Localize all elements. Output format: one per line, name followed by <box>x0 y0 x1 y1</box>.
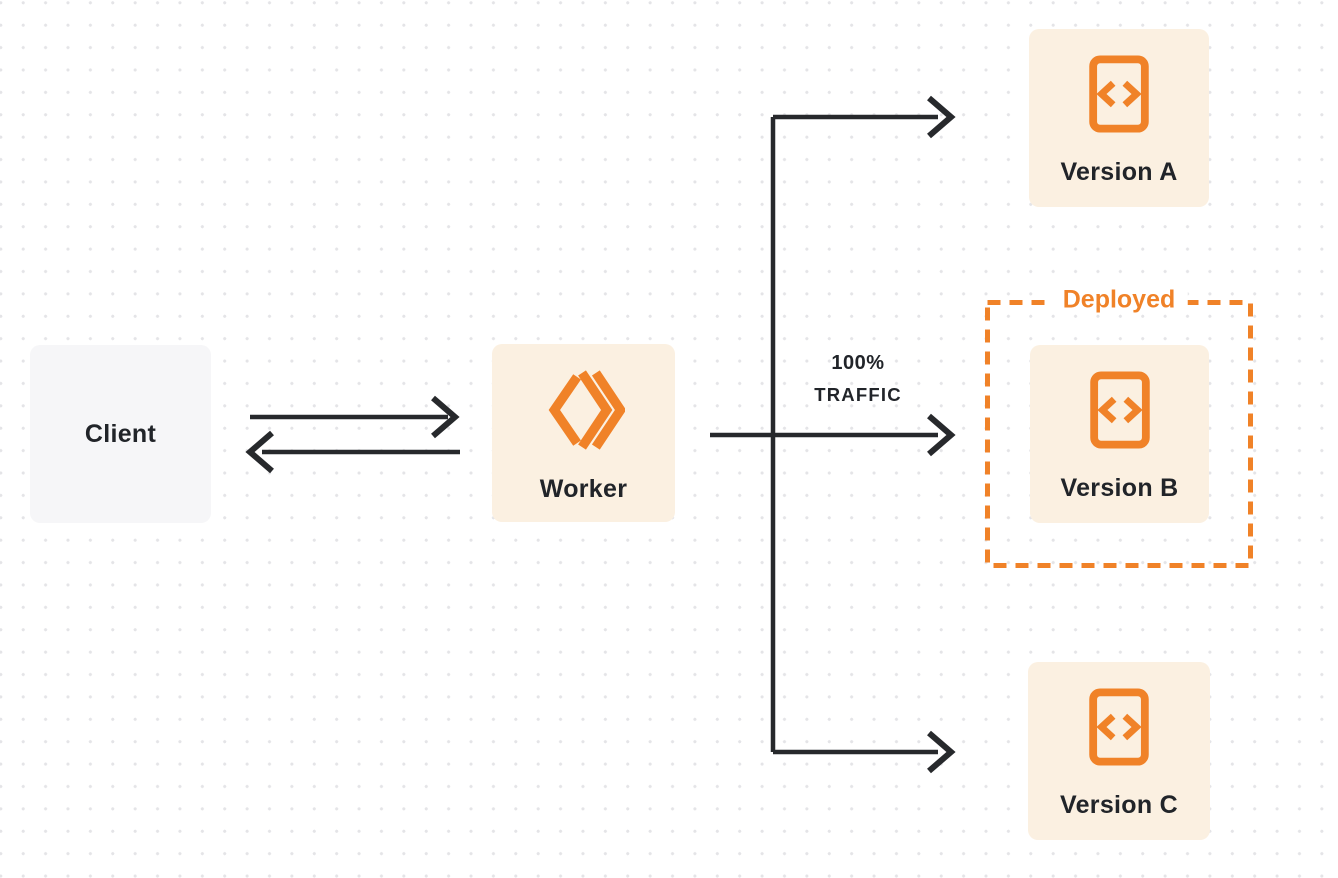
version-c-node: Version C <box>1028 662 1210 840</box>
client-node: Client <box>30 345 211 523</box>
version-c-label: Version C <box>1059 791 1179 819</box>
traffic-annotation: 100% TRAFFIC <box>778 347 938 411</box>
arrowhead-version-b-icon <box>927 413 956 457</box>
code-file-icon <box>1088 688 1150 766</box>
code-file-icon <box>1088 55 1150 133</box>
deployed-enclosure: Deployed <box>985 285 1253 568</box>
arrowhead-right-icon <box>431 395 460 439</box>
version-a-label: Version A <box>1060 158 1178 186</box>
deployed-label: Deployed <box>1050 285 1188 315</box>
worker-node: Worker <box>492 344 675 522</box>
version-b-label: Version B <box>1060 474 1179 502</box>
client-label: Client <box>84 419 157 448</box>
arrowhead-left-icon <box>245 430 274 474</box>
cloudflare-workers-icon <box>543 368 625 452</box>
traffic-percent-text: 100% <box>831 352 885 374</box>
arrowhead-version-a-icon <box>927 95 956 139</box>
version-a-node: Version A <box>1029 29 1209 207</box>
worker-label: Worker <box>539 475 628 503</box>
arrowhead-version-c-icon <box>927 730 956 774</box>
traffic-word-text: TRAFFIC <box>814 384 902 405</box>
code-file-icon <box>1089 371 1151 449</box>
version-b-node: Version B <box>1030 345 1209 523</box>
